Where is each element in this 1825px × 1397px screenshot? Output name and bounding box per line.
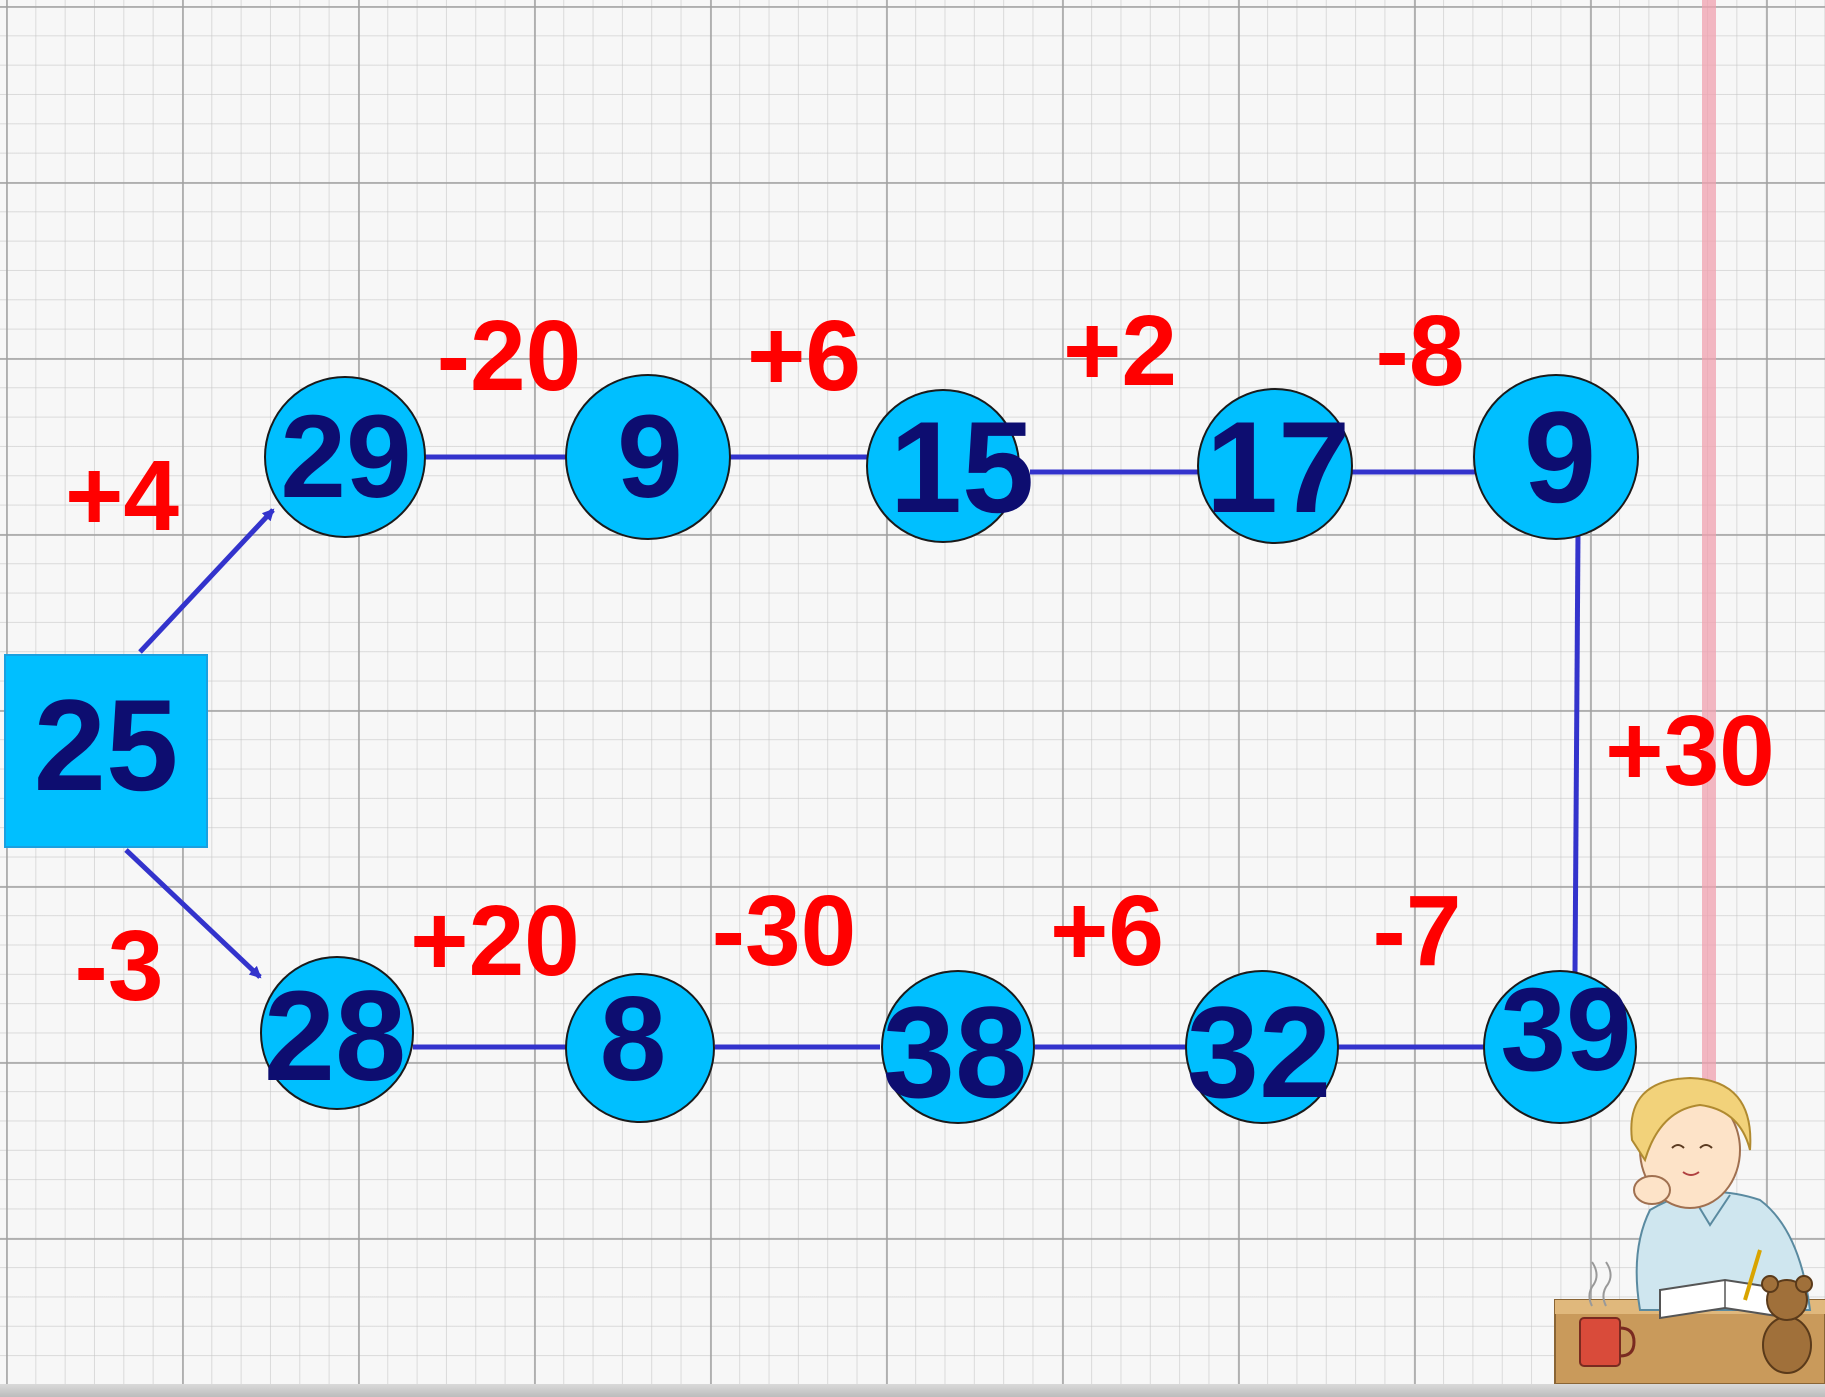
bottom-node-value: 32 — [1187, 979, 1332, 1125]
bottom-node-value: 8 — [600, 972, 667, 1106]
top-node-5: 9 — [1474, 375, 1638, 539]
op-top-2: +6 — [747, 300, 861, 412]
connector-right-side — [1575, 533, 1578, 972]
top-node-value: 17 — [1206, 394, 1351, 540]
bottom-node-value: 39 — [1500, 964, 1631, 1096]
op-start-to-top: +4 — [65, 440, 179, 552]
girl-studying-illustration — [1555, 1078, 1825, 1384]
top-node-value: 9 — [617, 391, 683, 523]
op-top-3: +2 — [1063, 295, 1177, 407]
top-node-1: 29 — [265, 377, 425, 537]
top-node-2: 9 — [566, 375, 730, 539]
bottom-node-1: 28 — [261, 957, 413, 1109]
op-bottom-2: -30 — [712, 875, 857, 987]
op-top-4: -8 — [1376, 295, 1465, 407]
op-bottom-4: -7 — [1373, 875, 1462, 987]
top-node-value: 29 — [280, 391, 411, 523]
bottom-node-2: 8 — [566, 972, 714, 1122]
op-start-to-bottom: -3 — [75, 910, 164, 1022]
bottom-node-value: 28 — [264, 965, 406, 1108]
op-top-1: -20 — [437, 300, 582, 412]
top-node-3: 15 — [867, 390, 1034, 542]
start-node: 25 — [5, 655, 207, 847]
bottom-node-4: 32 — [1186, 971, 1338, 1125]
bottom-node-value: 38 — [883, 979, 1028, 1125]
op-right-side: +30 — [1605, 695, 1775, 807]
op-bottom-1: +20 — [410, 885, 580, 997]
start-value: 25 — [34, 672, 179, 818]
top-node-value: 9 — [1524, 384, 1596, 530]
op-bottom-3: +6 — [1050, 875, 1164, 987]
bottom-node-5: 39 — [1484, 964, 1636, 1123]
top-node-value: 15 — [890, 394, 1035, 540]
bottom-node-3: 38 — [882, 971, 1034, 1125]
top-node-4: 17 — [1198, 389, 1352, 543]
bottom-bar — [0, 1384, 1825, 1397]
